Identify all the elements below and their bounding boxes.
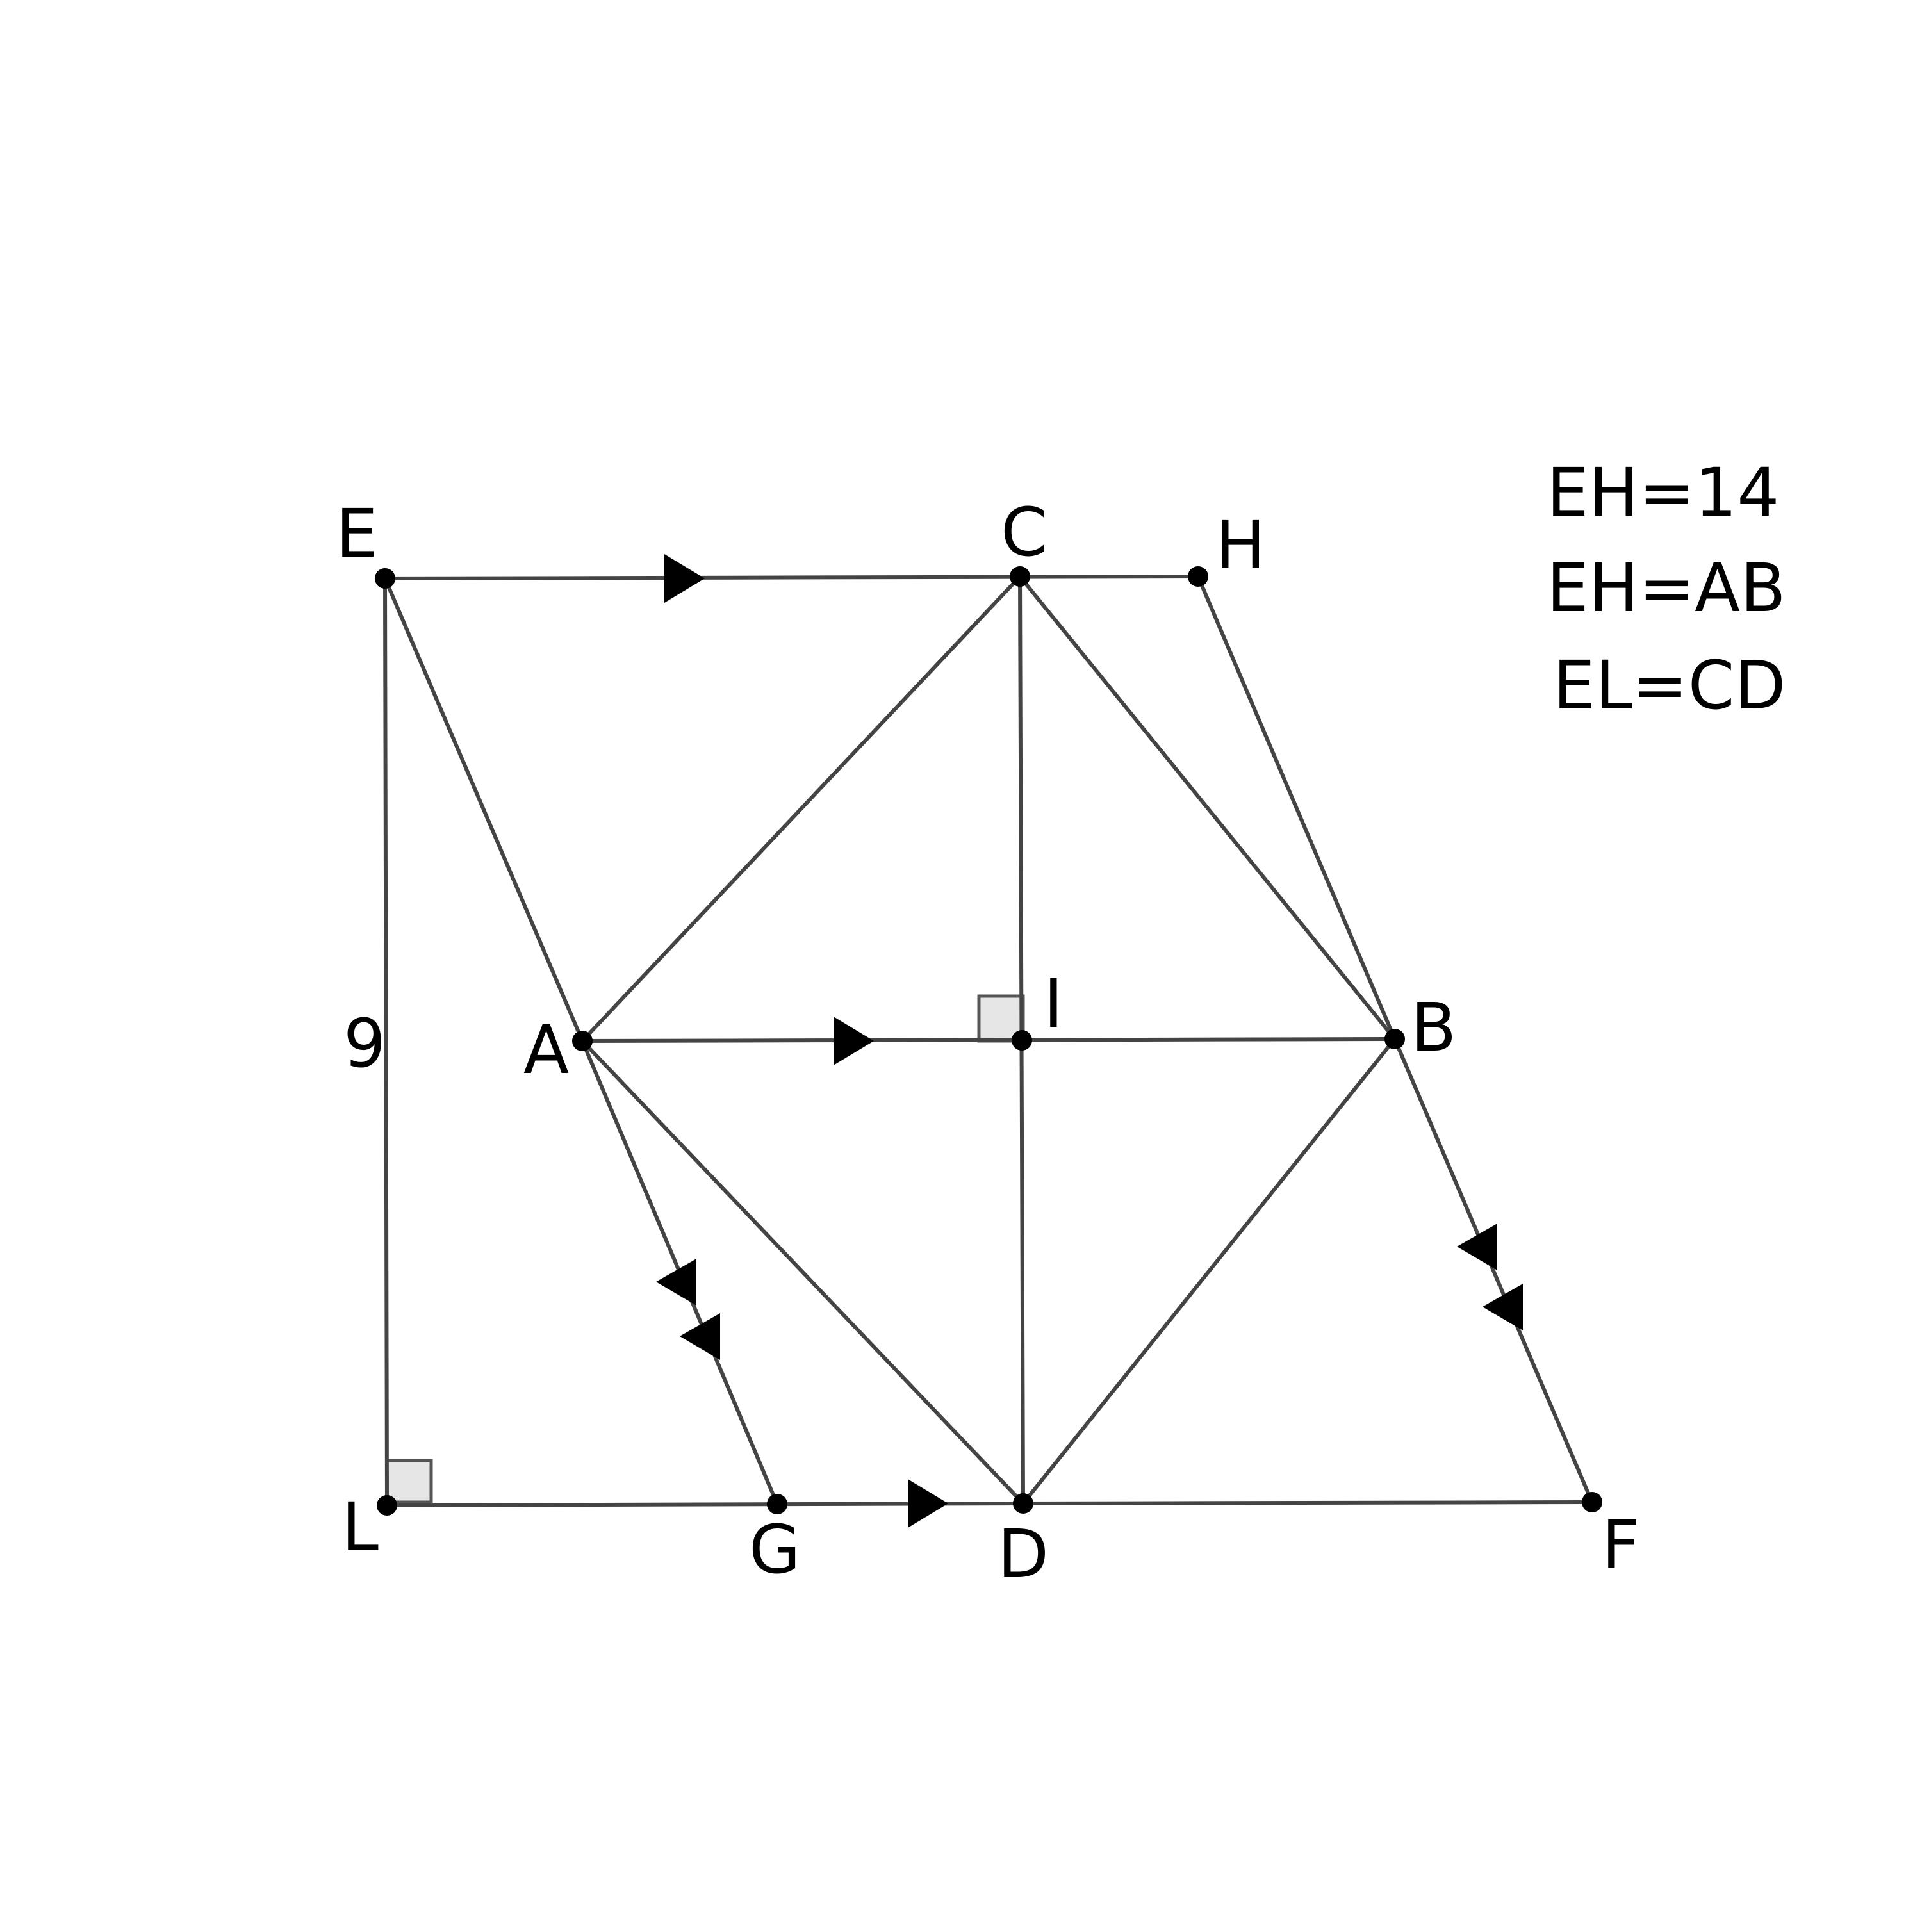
point-l — [377, 1495, 397, 1516]
label-i: I — [1044, 965, 1064, 1043]
label-f: F — [1602, 1506, 1640, 1584]
parallel-arrow-ag-2 — [680, 1313, 720, 1360]
segment-bd — [1021, 1037, 1397, 1505]
point-i — [1012, 1030, 1032, 1051]
label-a: A — [523, 1011, 569, 1089]
point-c — [1010, 566, 1030, 587]
segment-cb — [1018, 575, 1397, 1041]
segment-ad — [580, 1039, 1025, 1505]
segment-ac — [580, 575, 1022, 1043]
note-eh-value: EH=14 — [1547, 454, 1779, 532]
point-e — [375, 568, 395, 589]
label-e: E — [336, 495, 378, 573]
point-h — [1188, 566, 1208, 587]
label-h: H — [1215, 506, 1265, 584]
note-el-equals-cd: EL=CD — [1553, 646, 1786, 724]
label-d: D — [998, 1515, 1049, 1593]
segment-ab — [580, 1037, 1397, 1043]
parallel-arrow-bf-1 — [1457, 1224, 1497, 1270]
point-a — [572, 1031, 593, 1051]
label-g: G — [749, 1510, 801, 1589]
label-l: L — [341, 1488, 379, 1566]
label-c: C — [1001, 493, 1047, 571]
parallel-arrow-eh — [664, 554, 705, 603]
label-b: B — [1411, 988, 1456, 1067]
parallel-arrow-ld — [908, 1479, 948, 1528]
label-el-length: 9 — [343, 1004, 386, 1083]
point-b — [1384, 1029, 1405, 1049]
segment-df — [1021, 1500, 1594, 1505]
parallel-arrow-bf-2 — [1483, 1284, 1523, 1330]
segment-el — [383, 577, 389, 1507]
point-d — [1013, 1493, 1033, 1514]
parallel-arrow-ab — [834, 1017, 874, 1065]
point-f — [1582, 1492, 1602, 1512]
segment-bf — [1393, 1037, 1594, 1504]
segment-hb — [1196, 575, 1397, 1041]
parallel-arrow-ag-1 — [656, 1259, 696, 1306]
note-eh-equals-ab: EH=AB — [1547, 549, 1786, 627]
segment-eh — [383, 575, 1200, 580]
segment-ea — [383, 577, 584, 1043]
point-g — [767, 1494, 787, 1514]
right-angle-marker-l — [385, 1459, 433, 1504]
